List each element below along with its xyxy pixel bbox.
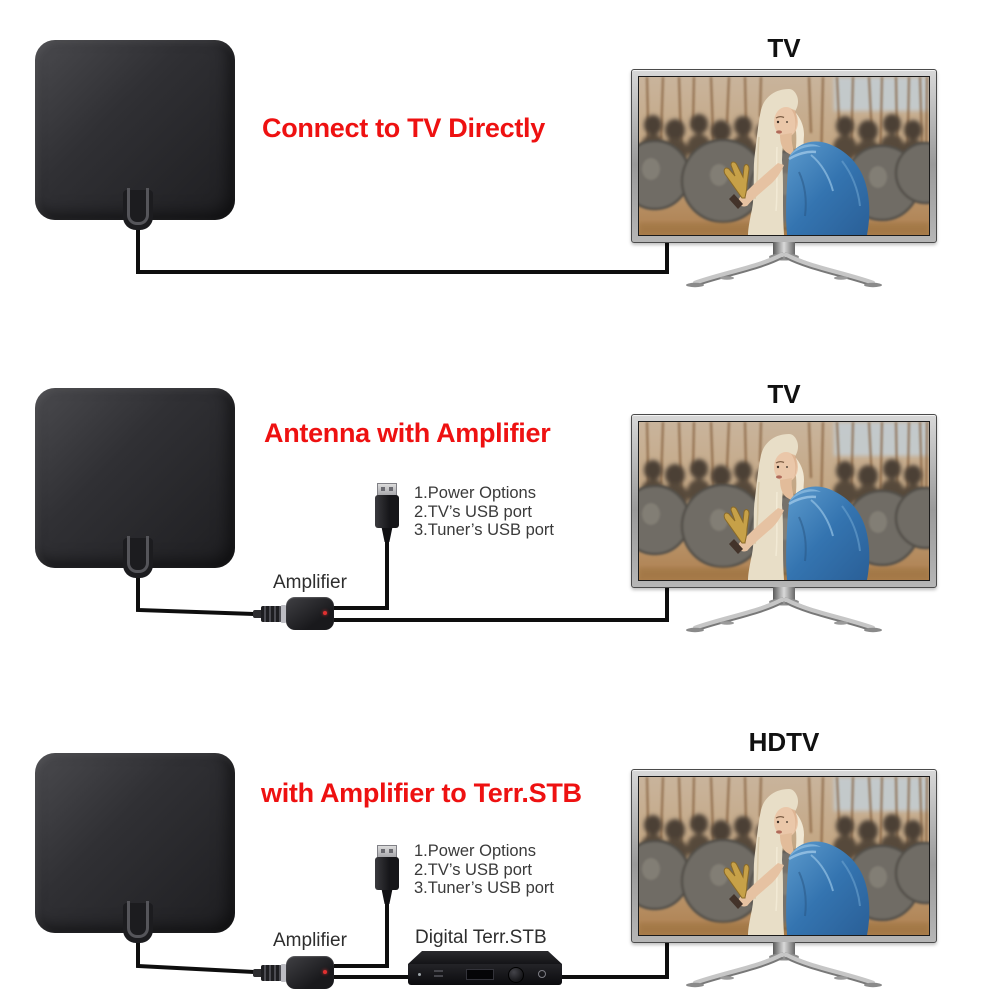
amp-silver-band	[281, 964, 286, 982]
usb-note-line: 1.Power Options	[414, 842, 536, 860]
connector-outline	[127, 188, 149, 225]
stb-label: Digital Terr.STB	[415, 927, 547, 948]
stb-top-panel	[408, 951, 562, 964]
tv-stand	[631, 242, 937, 294]
usb-power-options-list: 1.Power Options 2.TV’s USB port 3.Tuner’…	[414, 842, 554, 898]
amplifier-body	[286, 956, 334, 989]
coax-plug-barrel	[261, 606, 282, 622]
usb-cable-taper	[381, 890, 393, 904]
amplifier-label-2: Amplifier	[273, 572, 347, 593]
flat-indoor-antenna-2	[35, 388, 235, 588]
connector-outline	[127, 536, 149, 573]
tv-screen-photo	[638, 76, 930, 236]
antenna-cable-connector	[123, 901, 153, 943]
stb-display	[466, 969, 494, 980]
amplifier-led	[323, 970, 327, 974]
tv-set-2	[631, 414, 937, 640]
usb-pin	[389, 487, 393, 491]
usb-note-line: 2.TV’s USB port	[414, 860, 532, 879]
cable-antenna-to-amp-2	[136, 576, 255, 616]
section-2-title: Antenna with Amplifier	[264, 418, 551, 448]
cable-amp-to-tv-2	[331, 586, 669, 622]
tv-stand	[631, 942, 937, 994]
usb-plug-body	[375, 495, 399, 528]
tv-frame	[631, 769, 937, 943]
usb-note-line: 2.TV’s USB port	[414, 502, 532, 521]
amplifier-led	[323, 611, 327, 615]
usb-plug-icon	[375, 483, 399, 543]
cable-antenna-to-amp-3	[136, 941, 255, 974]
amp-silver-band	[281, 605, 286, 623]
section-3-title: with Amplifier to Terr.STB	[261, 778, 582, 808]
connector-outline	[127, 901, 149, 938]
tv-stand	[631, 587, 937, 639]
coax-plug-barrel	[261, 965, 282, 981]
usb-plug-body	[375, 857, 399, 890]
flat-indoor-antenna-1	[35, 40, 235, 240]
usb-note-line: 1.Power Options	[414, 484, 536, 502]
coax-plug-tip	[253, 610, 263, 618]
amplifier-device-3	[253, 956, 334, 989]
cable-antenna-to-tv-1	[136, 226, 669, 274]
section-1-title: Connect to TV Directly	[262, 113, 545, 143]
tv-label-3: HDTV	[748, 727, 820, 757]
usb-note-line: 3.Tuner’s USB port	[414, 521, 555, 540]
antenna-cable-connector	[123, 188, 153, 230]
tv-frame	[631, 69, 937, 243]
tv-label-1: TV	[767, 33, 801, 63]
usb-pin	[381, 487, 385, 491]
tv-set-3	[631, 769, 937, 995]
usb-plug-icon	[375, 845, 399, 905]
stb-logo	[538, 970, 546, 978]
stb-power-led	[418, 973, 421, 976]
stb-control-knob	[508, 967, 524, 983]
usb-cable-taper	[381, 528, 393, 542]
antenna-cable-connector	[123, 536, 153, 578]
tv-screen-photo	[638, 776, 930, 936]
usb-pin	[381, 849, 385, 853]
amplifier-device-2	[253, 597, 334, 630]
flat-indoor-antenna-3	[35, 753, 235, 953]
tv-set-1	[631, 69, 937, 295]
cable-usb-to-amp-3	[334, 898, 389, 968]
tv-frame	[631, 414, 937, 588]
stb-front-panel	[408, 964, 562, 985]
amplifier-label-3: Amplifier	[273, 930, 347, 951]
usb-note-line: 3.Tuner’s USB port	[414, 879, 555, 898]
stb-vent	[434, 975, 443, 977]
amplifier-body	[286, 597, 334, 630]
usb-pin	[389, 849, 393, 853]
usb-power-options-list: 1.Power Options 2.TV’s USB port 3.Tuner’…	[414, 484, 554, 540]
digital-terrestrial-stb	[408, 951, 562, 987]
tv-label-2: TV	[767, 379, 801, 409]
stb-vent	[434, 970, 443, 972]
coax-plug-tip	[253, 969, 263, 977]
cable-usb-to-amp-2	[334, 536, 389, 610]
tv-screen-photo	[638, 421, 930, 581]
